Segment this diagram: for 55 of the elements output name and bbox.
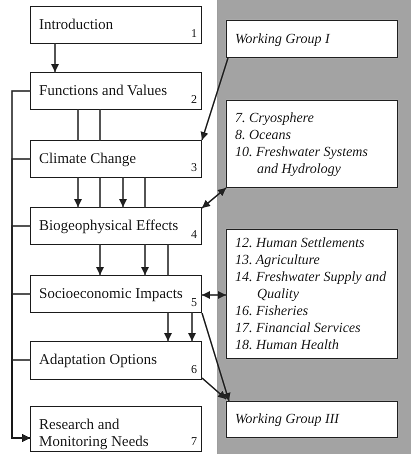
list-item: 16. Fisheries [235, 302, 310, 320]
arrow [74, 178, 82, 207]
chapter-box [30, 406, 202, 452]
working-group-box [226, 401, 398, 438]
chapter-title: Introduction [39, 17, 114, 34]
arrow [96, 245, 104, 275]
chapter-number: 7 [191, 433, 197, 450]
chapter-title: Research and Monitoring Needs [39, 417, 150, 451]
chapter-number: 4 [191, 226, 197, 243]
list-item: 8. Oceans [235, 127, 292, 144]
list-item: 18. Human Health [235, 336, 340, 354]
connector-line [99, 178, 101, 207]
arrow [202, 187, 226, 209]
connector-line [167, 245, 169, 275]
chapter-list-box [226, 229, 398, 359]
chapter-box [30, 207, 202, 245]
group-name: Working Group I [235, 30, 332, 48]
group-name: Working Group III [235, 411, 340, 428]
chapter-number: 6 [191, 361, 197, 378]
chapter-box [30, 72, 202, 110]
list-item: 13. Agriculture [235, 252, 321, 268]
list-item: 17. Financial Services [235, 320, 362, 336]
chapter-number: 1 [191, 25, 197, 42]
arrow [51, 44, 59, 72]
arrow [202, 291, 226, 299]
chapter-box [30, 341, 202, 380]
list-item: 12. Human Settlements [235, 234, 366, 252]
chapter-box [30, 6, 202, 44]
working-group-box [226, 20, 398, 58]
chapter-title: Functions and Values [39, 83, 168, 100]
chapter-title: Adaptation Options [39, 352, 158, 369]
arrow [164, 313, 172, 341]
chapter-title: Biogeophysical Effects [39, 218, 180, 235]
chapter-number: 2 [191, 91, 197, 108]
arrow [11, 359, 30, 442]
chapter-title: Climate Change [39, 151, 138, 168]
chapter-box [30, 140, 202, 178]
chapter-title: Socioeconomic Impacts [39, 286, 184, 303]
arrow [119, 178, 127, 207]
list-item: 14. Freshwater Supply and Quality [235, 268, 388, 302]
connector-line [99, 110, 101, 140]
shaded-panel [217, 0, 411, 454]
chapter-number: 3 [191, 159, 197, 176]
connector-line [144, 178, 146, 207]
arrow [200, 58, 229, 140]
connector-line [77, 110, 79, 140]
list-item: 10. Freshwater Systems and Hydrology [235, 144, 369, 178]
chapter-list-box [226, 100, 398, 188]
chapter-number: 5 [191, 294, 197, 311]
list-item: 7. Cryosphere [235, 110, 315, 127]
chapter-box [30, 275, 202, 313]
arrow [188, 313, 196, 341]
arrow [202, 377, 226, 400]
arrow [141, 245, 149, 275]
arrow [201, 312, 230, 402]
